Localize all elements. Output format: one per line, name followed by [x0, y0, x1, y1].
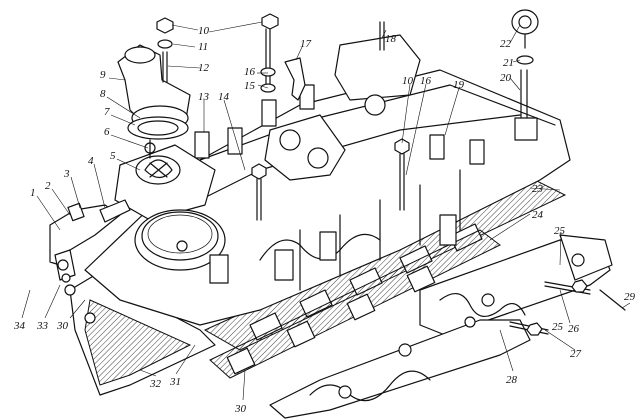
stud-18	[379, 21, 385, 51]
callout-c25a: 25	[554, 225, 566, 237]
callout-c33: 33	[36, 320, 49, 332]
callout-c29: 29	[624, 291, 636, 303]
callout-c23: 23	[532, 183, 544, 195]
callout-c28: 28	[506, 374, 518, 386]
stud-15-16	[260, 67, 276, 93]
stud-12	[162, 51, 168, 83]
callout-c31: 31	[169, 376, 181, 388]
stud-27	[509, 321, 549, 336]
callout-c5: 5	[110, 150, 116, 162]
callout-c6: 6	[104, 126, 110, 138]
callout-c10a: 10	[198, 25, 210, 37]
gasket-24	[209, 229, 501, 379]
callout-c7: 7	[104, 106, 110, 118]
washer-11	[157, 39, 173, 49]
callout-c14: 14	[218, 91, 230, 103]
callout-c15: 15	[244, 80, 256, 92]
callout-c4: 4	[88, 155, 94, 167]
pipe-29	[599, 289, 626, 311]
leader-lines	[21, 21, 631, 401]
callout-c26: 26	[568, 323, 580, 335]
callout-c34: 34	[13, 320, 26, 332]
callout-c30a: 30	[56, 320, 69, 332]
washer-21	[516, 55, 534, 65]
callout-c19: 19	[453, 79, 465, 91]
callout-c21: 21	[503, 57, 514, 69]
hose-fitting-assembly	[49, 199, 131, 296]
bolt-10-right	[394, 138, 410, 211]
callout-c16a: 16	[244, 66, 256, 78]
callout-c8: 8	[100, 88, 106, 100]
nut-10-top	[156, 17, 174, 34]
exhaust-manifold-lower	[269, 316, 531, 419]
callout-c25b: 25	[552, 321, 564, 333]
stud-25-26	[544, 279, 591, 295]
callout-c9: 9	[100, 69, 106, 81]
callout-c22: 22	[500, 38, 512, 50]
callout-c16b: 16	[420, 75, 432, 87]
lower-flange-plate	[69, 274, 216, 396]
stud-6	[144, 139, 156, 159]
callout-c12: 12	[198, 62, 210, 74]
callout-c27: 27	[570, 348, 582, 360]
callout-c13: 13	[198, 91, 210, 103]
bolt-10-left	[261, 13, 279, 91]
callout-c10b: 10	[402, 75, 414, 87]
bolt-14	[251, 163, 267, 221]
callout-c3: 3	[63, 168, 70, 180]
callout-c17: 17	[300, 38, 312, 50]
outlet-gasket-8	[127, 116, 189, 140]
lifting-eye-22	[511, 9, 539, 49]
callout-c1: 1	[30, 187, 36, 199]
thermostat	[135, 155, 181, 185]
callout-c11: 11	[198, 41, 208, 53]
callout-c24: 24	[532, 209, 544, 221]
fitting-17	[284, 57, 306, 101]
callout-c32: 32	[149, 378, 162, 390]
callout-c18: 18	[385, 33, 397, 45]
stud-20	[520, 69, 528, 119]
exhaust-manifold-upper	[419, 234, 613, 336]
callout-c30b: 30	[234, 403, 247, 415]
callout-c20: 20	[500, 72, 512, 84]
callout-c2: 2	[45, 180, 51, 192]
